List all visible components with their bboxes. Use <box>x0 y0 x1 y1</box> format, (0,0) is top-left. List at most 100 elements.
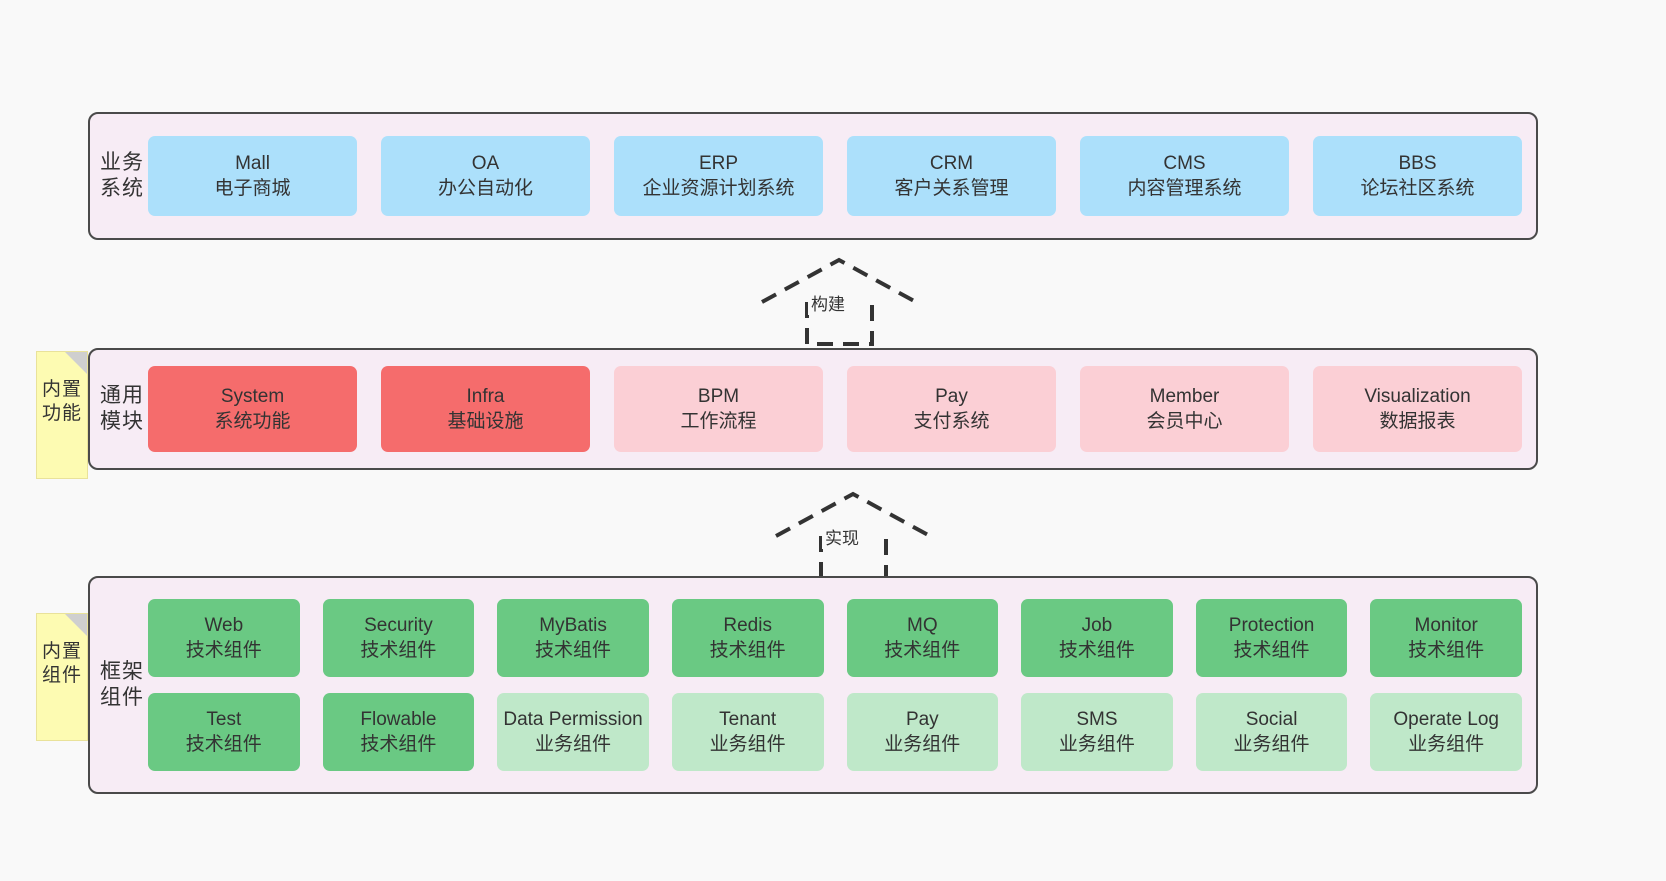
business-card-row: Mall 电子商城 OA 办公自动化 ERP 企业资源计划系统 CRM 客户关系… <box>148 114 1522 238</box>
card-crm[interactable]: CRM 客户关系管理 <box>847 136 1056 216</box>
card-mq-zh: 技术组件 <box>884 640 961 661</box>
card-mall-zh: 电子商城 <box>214 178 291 199</box>
card-web[interactable]: Web 技术组件 <box>148 599 300 677</box>
card-cms-en: CMS <box>1163 152 1206 174</box>
card-social-zh: 业务组件 <box>1233 734 1310 755</box>
card-sms-zh: 业务组件 <box>1058 734 1135 755</box>
card-mall[interactable]: Mall 电子商城 <box>148 136 357 216</box>
note-fold-icon <box>65 352 87 374</box>
card-test-zh: 技术组件 <box>185 734 262 755</box>
card-test[interactable]: Test 技术组件 <box>148 693 300 771</box>
card-operate-log[interactable]: Operate Log 业务组件 <box>1370 693 1522 771</box>
card-job[interactable]: Job 技术组件 <box>1021 599 1173 677</box>
layer-business-systems: 业务系统 Mall 电子商城 OA 办公自动化 ERP 企业资源计划系统 CRM <box>88 112 1538 240</box>
card-data-permission-en: Data Permission <box>503 708 643 730</box>
card-sms[interactable]: SMS 业务组件 <box>1021 693 1173 771</box>
card-flowable-zh: 技术组件 <box>360 734 437 755</box>
arrow-build-icon <box>761 257 917 346</box>
card-protection-en: Protection <box>1228 614 1315 636</box>
frames-card-grid: Web 技术组件 Security 技术组件 MyBatis 技术组件 Redi… <box>148 578 1522 792</box>
card-operate-log-en: Operate Log <box>1393 708 1499 730</box>
card-monitor-en: Monitor <box>1414 614 1478 636</box>
layer-modules-label: 通用模块 <box>100 384 144 433</box>
card-visualization[interactable]: Visualization 数据报表 <box>1313 366 1522 452</box>
card-mq-en: MQ <box>907 614 938 636</box>
card-job-en: Job <box>1081 614 1113 636</box>
card-member[interactable]: Member 会员中心 <box>1080 366 1289 452</box>
layer-framework-components: 框架组件 Web 技术组件 Security 技术组件 MyBatis 技术组件 <box>88 576 1538 794</box>
card-operate-log-zh: 业务组件 <box>1408 734 1485 755</box>
card-data-permission[interactable]: Data Permission 业务组件 <box>497 693 649 771</box>
arrow-implement-label: 实现 <box>822 524 862 549</box>
note-builtin-functions: 内置功能 <box>36 351 88 479</box>
card-pay-component-zh: 业务组件 <box>884 734 961 755</box>
card-data-permission-zh: 业务组件 <box>535 734 612 755</box>
card-pay-module-zh: 支付系统 <box>913 411 990 432</box>
card-redis-en: Redis <box>723 614 772 636</box>
card-pay-module-en: Pay <box>935 385 968 407</box>
card-infra[interactable]: Infra 基础设施 <box>381 366 590 452</box>
card-sms-en: SMS <box>1076 708 1118 730</box>
card-bpm-en: BPM <box>697 385 740 407</box>
card-system-zh: 系统功能 <box>214 411 291 432</box>
card-visualization-en: Visualization <box>1364 385 1471 407</box>
card-social[interactable]: Social 业务组件 <box>1195 693 1348 771</box>
card-mybatis[interactable]: MyBatis 技术组件 <box>497 599 649 677</box>
card-tenant-en: Tenant <box>719 708 777 730</box>
layer-frames-body: Web 技术组件 Security 技术组件 MyBatis 技术组件 Redi… <box>144 578 1536 792</box>
card-oa[interactable]: OA 办公自动化 <box>381 136 590 216</box>
card-job-zh: 技术组件 <box>1058 640 1135 661</box>
card-oa-zh: 办公自动化 <box>437 178 533 199</box>
card-erp-zh: 企业资源计划系统 <box>642 178 795 199</box>
card-web-en: Web <box>204 614 244 636</box>
card-cms-zh: 内容管理系统 <box>1127 178 1242 199</box>
card-cms[interactable]: CMS 内容管理系统 <box>1080 136 1289 216</box>
card-monitor-zh: 技术组件 <box>1408 640 1485 661</box>
card-member-en: Member <box>1149 385 1220 407</box>
card-erp[interactable]: ERP 企业资源计划系统 <box>614 136 823 216</box>
card-mybatis-en: MyBatis <box>539 614 607 636</box>
card-crm-en: CRM <box>929 152 974 174</box>
card-oa-en: OA <box>471 152 500 174</box>
note-builtin-components: 内置组件 <box>36 613 88 741</box>
card-mq[interactable]: MQ 技术组件 <box>846 599 999 677</box>
card-monitor[interactable]: Monitor 技术组件 <box>1370 599 1522 677</box>
card-redis-zh: 技术组件 <box>709 640 786 661</box>
card-mall-en: Mall <box>235 152 270 174</box>
card-security-zh: 技术组件 <box>360 640 437 661</box>
layer-business-label: 业务系统 <box>100 151 144 200</box>
note-builtin-functions-label: 内置功能 <box>41 379 82 425</box>
card-visualization-zh: 数据报表 <box>1379 411 1456 432</box>
card-erp-en: ERP <box>698 152 739 174</box>
layer-business-body: Mall 电子商城 OA 办公自动化 ERP 企业资源计划系统 CRM 客户关系… <box>144 114 1536 238</box>
card-web-zh: 技术组件 <box>185 640 262 661</box>
card-pay-component[interactable]: Pay 业务组件 <box>846 693 999 771</box>
card-bpm[interactable]: BPM 工作流程 <box>614 366 823 452</box>
card-test-en: Test <box>206 708 242 730</box>
card-security[interactable]: Security 技术组件 <box>322 599 475 677</box>
card-protection-zh: 技术组件 <box>1233 640 1310 661</box>
card-tenant-zh: 业务组件 <box>709 734 786 755</box>
card-security-en: Security <box>364 614 433 636</box>
card-infra-en: Infra <box>466 385 505 407</box>
card-pay-module[interactable]: Pay 支付系统 <box>847 366 1056 452</box>
arrow-implement: 实现 <box>766 486 941 582</box>
card-bpm-zh: 工作流程 <box>680 411 757 432</box>
card-bbs-zh: 论坛社区系统 <box>1360 178 1475 199</box>
card-flowable[interactable]: Flowable 技术组件 <box>322 693 475 771</box>
card-protection[interactable]: Protection 技术组件 <box>1195 599 1348 677</box>
card-pay-component-en: Pay <box>905 708 939 730</box>
layer-modules-body: System 系统功能 Infra 基础设施 BPM 工作流程 Pay 支付系统… <box>144 350 1536 468</box>
card-tenant[interactable]: Tenant 业务组件 <box>671 693 824 771</box>
card-flowable-en: Flowable <box>360 708 437 730</box>
card-bbs[interactable]: BBS 论坛社区系统 <box>1313 136 1522 216</box>
card-infra-zh: 基础设施 <box>447 411 524 432</box>
card-system[interactable]: System 系统功能 <box>148 366 357 452</box>
card-mybatis-zh: 技术组件 <box>535 640 612 661</box>
modules-card-row: System 系统功能 Infra 基础设施 BPM 工作流程 Pay 支付系统… <box>148 350 1522 468</box>
card-redis[interactable]: Redis 技术组件 <box>671 599 824 677</box>
card-crm-zh: 客户关系管理 <box>894 178 1009 199</box>
layer-frames-label: 框架组件 <box>100 660 144 709</box>
card-member-zh: 会员中心 <box>1146 411 1223 432</box>
